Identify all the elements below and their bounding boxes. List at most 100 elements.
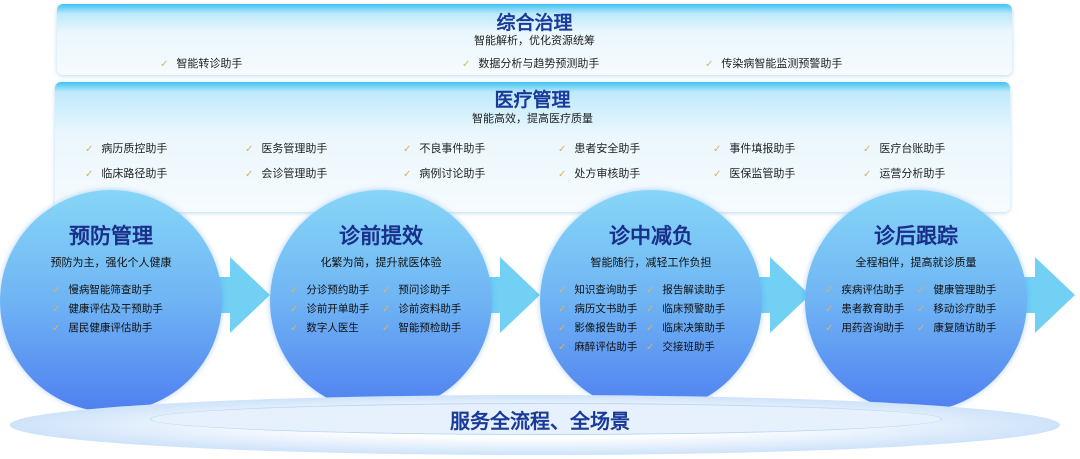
check-icon: ✓	[705, 59, 714, 70]
list-item: ✓数字人医生	[290, 322, 359, 334]
check-icon: ✓	[917, 323, 926, 334]
stage-subtitle: 智能随行，减轻工作负担	[590, 256, 712, 269]
check-icon: ✓	[713, 169, 722, 180]
check-icon: ✓	[382, 323, 391, 334]
check-icon: ✓	[403, 169, 412, 180]
arrow-right-icon	[480, 257, 540, 333]
check-icon: ✓	[713, 144, 722, 155]
check-icon: ✓	[646, 285, 655, 296]
base-inner-ring	[150, 403, 942, 435]
check-icon: ✓	[558, 304, 567, 315]
check-icon: ✓	[403, 144, 412, 155]
check-icon: ✓	[290, 323, 299, 334]
list-item: ✓康复随访助手	[917, 322, 997, 334]
check-icon: ✓	[558, 169, 567, 180]
list-item: ✓诊前资料助手	[382, 303, 462, 315]
panel-subtitle: 智能解析，优化资源统筹	[474, 34, 595, 47]
list-item: ✓健康管理助手	[917, 284, 997, 296]
list-item: ✓病历质控助手	[85, 142, 168, 155]
check-icon: ✓	[558, 144, 567, 155]
check-icon: ✓	[863, 169, 872, 180]
medical-management-panel: 医疗管理 智能高效，提高医疗质量 ✓病历质控助手 ✓临床路径助手 ✓医务管理助手 ✓会…	[55, 82, 1010, 212]
check-icon: ✓	[160, 59, 169, 70]
list-item: ✓会诊管理助手	[245, 167, 328, 180]
check-icon: ✓	[245, 144, 254, 155]
arrow-right-icon	[1015, 257, 1075, 333]
stage-title: 诊中减负	[609, 224, 693, 248]
check-icon: ✓	[382, 285, 391, 296]
list-item: ✓影像报告助手	[558, 322, 638, 334]
panel-title: 综合治理	[496, 12, 573, 34]
list-item: ✓病历文书助手	[558, 303, 638, 315]
check-icon: ✓	[558, 323, 567, 334]
list-item: ✓病例讨论助手	[403, 167, 486, 180]
list-item: ✓健康评估及干预助手	[52, 303, 163, 315]
list-item: ✓智能转诊助手	[160, 57, 243, 70]
base-title: 服务全流程、全场景	[450, 409, 630, 433]
list-item: ✓临床决策助手	[646, 322, 726, 334]
list-item: ✓患者安全助手	[558, 142, 641, 155]
list-item: ✓医疗台账助手	[863, 142, 946, 155]
check-icon: ✓	[825, 304, 834, 315]
check-icon: ✓	[245, 169, 254, 180]
check-icon: ✓	[825, 323, 834, 334]
list-item: ✓临床路径助手	[85, 167, 168, 180]
list-item: ✓疾病评估助手	[825, 284, 905, 296]
check-icon: ✓	[646, 323, 655, 334]
list-item: ✓预问诊助手	[382, 284, 451, 296]
stage-title: 诊后跟踪	[874, 224, 958, 248]
stage-circle: 诊前提效化繁为简，提升就医体验 ✓分诊预约助手 ✓诊前开单助手 ✓数字人医生 ✓预问诊助…	[270, 190, 492, 412]
check-icon: ✓	[558, 342, 567, 353]
stage-subtitle: 化繁为简，提升就医体验	[320, 256, 442, 269]
panel-subtitle: 智能高效，提高医疗质量	[472, 112, 593, 125]
check-icon: ✓	[462, 59, 471, 70]
list-item: ✓处方审核助手	[558, 167, 641, 180]
list-item: ✓智能预检助手	[382, 322, 462, 334]
list-item: ✓交接班助手	[646, 341, 715, 353]
stage-subtitle: 预防为主，强化个人健康	[50, 256, 172, 269]
stage-circle: 诊后跟踪全程相伴，提高就诊质量 ✓疾病评估助手 ✓患者教育助手 ✓用药咨询助手 ✓健康管…	[805, 190, 1027, 412]
check-icon: ✓	[825, 285, 834, 296]
check-icon: ✓	[382, 304, 391, 315]
check-icon: ✓	[290, 285, 299, 296]
list-item: ✓运营分析助手	[863, 167, 946, 180]
list-item: ✓报告解读助手	[646, 284, 726, 296]
comprehensive-governance-panel: 综合治理 智能解析，优化资源统筹 ✓智能转诊助手 ✓数据分析与趋势预测助手 ✓传…	[57, 4, 1012, 75]
list-item: ✓不良事件助手	[403, 142, 486, 155]
check-icon: ✓	[290, 304, 299, 315]
list-item: ✓数据分析与趋势预测助手	[462, 57, 600, 70]
list-item: ✓医务管理助手	[245, 142, 328, 155]
check-icon: ✓	[917, 304, 926, 315]
check-icon: ✓	[52, 285, 61, 296]
check-icon: ✓	[863, 144, 872, 155]
list-item: ✓患者教育助手	[825, 303, 905, 315]
arrow-right-icon	[750, 257, 810, 333]
list-item: ✓分诊预约助手	[290, 284, 370, 296]
list-item: ✓用药咨询助手	[825, 322, 905, 334]
stage-title: 预防管理	[69, 224, 153, 248]
list-item: ✓移动诊疗助手	[917, 303, 997, 315]
check-icon: ✓	[646, 342, 655, 353]
list-item: ✓临床预警助手	[646, 303, 726, 315]
list-item: ✓知识查询助手	[558, 284, 638, 296]
check-icon: ✓	[52, 323, 61, 334]
check-icon: ✓	[85, 169, 94, 180]
list-item: ✓传染病智能监测预警助手	[705, 57, 843, 70]
check-icon: ✓	[52, 304, 61, 315]
stage-circle: 诊中减负智能随行，减轻工作负担 ✓知识查询助手 ✓病历文书助手 ✓影像报告助手 ✓麻醉评…	[540, 190, 762, 412]
check-icon: ✓	[917, 285, 926, 296]
check-icon: ✓	[646, 304, 655, 315]
list-item: ✓麻醉评估助手	[558, 341, 638, 353]
panel-title: 医疗管理	[494, 89, 571, 111]
check-icon: ✓	[558, 285, 567, 296]
list-item: ✓慢病智能筛查助手	[52, 284, 153, 296]
list-item: ✓居民健康评估助手	[52, 322, 153, 334]
check-icon: ✓	[85, 144, 94, 155]
stage-circle: 预防管理预防为主，强化个人健康 ✓慢病智能筛查助手 ✓健康评估及干预助手 ✓居民健康评…	[0, 190, 222, 412]
list-item: ✓事件填报助手	[713, 142, 796, 155]
arrow-right-icon	[210, 257, 270, 333]
list-item: ✓医保监管助手	[713, 167, 796, 180]
stage-title: 诊前提效	[339, 224, 423, 248]
list-item: ✓诊前开单助手	[290, 303, 370, 315]
stage-subtitle: 全程相伴，提高就诊质量	[855, 256, 977, 269]
